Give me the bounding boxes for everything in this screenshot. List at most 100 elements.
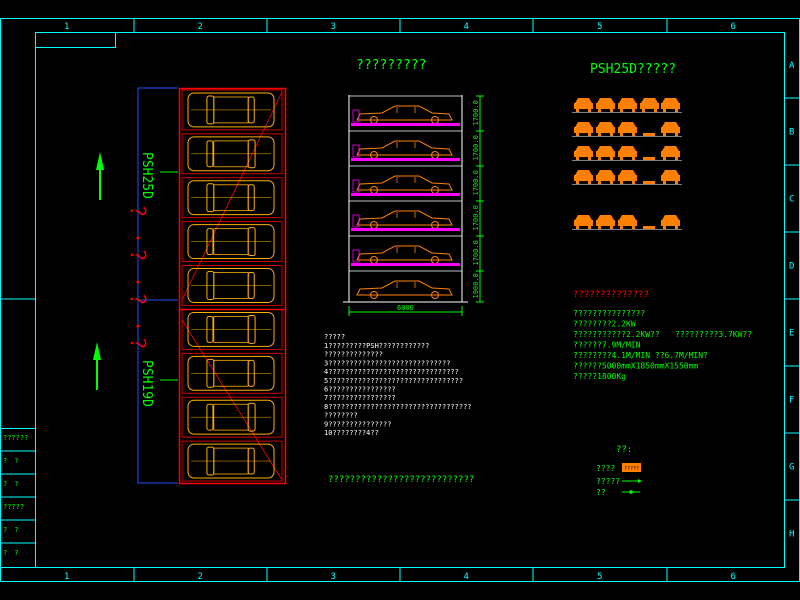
note-line: 6????????????????: [324, 386, 396, 394]
spec-line: ???????????2.2KW??: [573, 330, 660, 339]
pallet-bracket: [352, 249, 360, 263]
border-number-top: 6: [731, 22, 736, 32]
outer-frame: [0, 18, 800, 582]
plan-view: PSH25D PSH19D ？·？·？·？: [93, 87, 287, 485]
car-side-view: [356, 210, 453, 229]
border-letter: H: [789, 530, 794, 540]
width-dim-text: 6000: [397, 304, 414, 312]
legend-swatch-text: ?????: [624, 466, 639, 472]
pallet-bracket: [352, 109, 360, 123]
border-number-top: 4: [464, 22, 469, 32]
car-side-view: [356, 245, 453, 264]
car-front-view: [574, 98, 593, 112]
car-front-view: [618, 122, 637, 136]
car-front-view: [618, 215, 637, 229]
parking-space: [181, 440, 283, 482]
title-block-text: ??????: [3, 434, 28, 442]
border-number-top: 3: [331, 22, 336, 32]
spec-line: ????????2.2KW: [573, 320, 636, 329]
empty-slot-pallet: [643, 181, 655, 184]
border-number-top: 2: [198, 22, 203, 32]
pallet: [351, 158, 460, 161]
arrow-up-icon: [93, 342, 101, 390]
parking-space: [181, 396, 283, 438]
car-front-view: [618, 98, 637, 112]
title-block-text: ? ?: [3, 549, 18, 557]
title-block-text: ? ?: [3, 526, 18, 534]
spec-line: ?????1800Kg: [573, 372, 626, 381]
note-line: 3?????????????????????????????: [324, 359, 450, 367]
parking-space: [181, 177, 283, 219]
car-side-view: [356, 140, 453, 159]
pallet-bracket: [352, 144, 360, 158]
legend-label-2: ?????: [596, 477, 620, 486]
empty-slot-pallet: [643, 157, 655, 160]
specs-block: ?????????????? ??????????????? ????????2.…: [573, 290, 752, 381]
note-line: ??????????????: [324, 351, 383, 359]
spec-line: ????????4.1M/MIN ??6.7M/MIN?: [573, 351, 708, 360]
border-number-bottom: 2: [198, 572, 203, 582]
car-top-view: [187, 92, 275, 128]
car-front-view: [574, 146, 593, 160]
model-label-psh25d: PSH25D: [139, 152, 154, 199]
car-front-view: [596, 146, 615, 160]
corner-box: [35, 32, 116, 48]
title-block-text: ? ?: [3, 480, 18, 488]
car-front-view: [574, 122, 593, 136]
empty-slot-pallet: [643, 226, 655, 229]
arrow-up-icon: [96, 152, 104, 200]
car-top-view: [187, 443, 275, 479]
note-line: 9???????????????: [324, 420, 391, 428]
title-block-text: ? ?: [3, 457, 18, 465]
note-line: 4???????????????????????????????: [324, 368, 459, 376]
title-block: ??????? ?? ??????? ?? ?: [0, 428, 36, 568]
legend-pointer-icon: [622, 490, 640, 494]
car-front-view: [596, 98, 615, 112]
level-dim-text: 1700.0: [472, 205, 480, 230]
car-top-view: [187, 311, 275, 347]
border-number-bottom: 6: [731, 572, 736, 582]
parking-space: [181, 352, 283, 394]
spec-line: ???????????????: [573, 309, 645, 318]
pallet-bracket: [352, 214, 360, 228]
car-front-view: [596, 122, 615, 136]
border-letter: B: [789, 128, 794, 138]
bottom-caption: ???????????????????????????: [328, 475, 474, 485]
combination-view: PSH25D?????: [572, 62, 682, 230]
car-front-view: [661, 146, 680, 160]
parking-space: [181, 265, 283, 306]
note-line: 7????????????????: [324, 394, 396, 402]
car-front-view: [596, 170, 615, 184]
parking-space: [181, 221, 283, 262]
level-dim-text: 1700.0: [472, 135, 480, 160]
pallet: [351, 193, 460, 196]
car-front-view: [661, 170, 680, 184]
specs-heading: ??????????????: [573, 290, 649, 300]
level-dim-text: 1900.0: [472, 273, 480, 298]
border-number-top: 5: [597, 22, 602, 32]
parking-space: [181, 133, 283, 175]
border-letter: G: [789, 463, 794, 473]
plan-rows: [181, 89, 283, 482]
title-block-frame: [0, 428, 36, 568]
border-ticks: [0, 18, 800, 582]
border-number-top: 1: [64, 22, 69, 32]
plan-blue-bracket: [137, 87, 178, 484]
plan-outer-border: [178, 87, 287, 485]
level-dim-text: 1700.0: [472, 100, 480, 125]
elevation-levels: [349, 95, 462, 299]
red-question-marks: ？·？·？·？: [126, 206, 150, 364]
legend-label-3: ??: [596, 488, 606, 497]
note-line: 5????????????????????????????????: [324, 377, 463, 385]
note-line: 8??????????????????????????????????: [324, 403, 472, 411]
car-front-view: [661, 98, 680, 112]
pointer-marker-icon: [160, 171, 178, 381]
parking-space: [181, 89, 283, 131]
legend-label-1: ????: [596, 464, 615, 473]
empty-slot-pallet: [643, 133, 655, 136]
border-number-bottom: 5: [597, 572, 602, 582]
car-top-view: [187, 180, 275, 216]
pallet: [351, 228, 460, 231]
car-top-view: [187, 355, 275, 391]
